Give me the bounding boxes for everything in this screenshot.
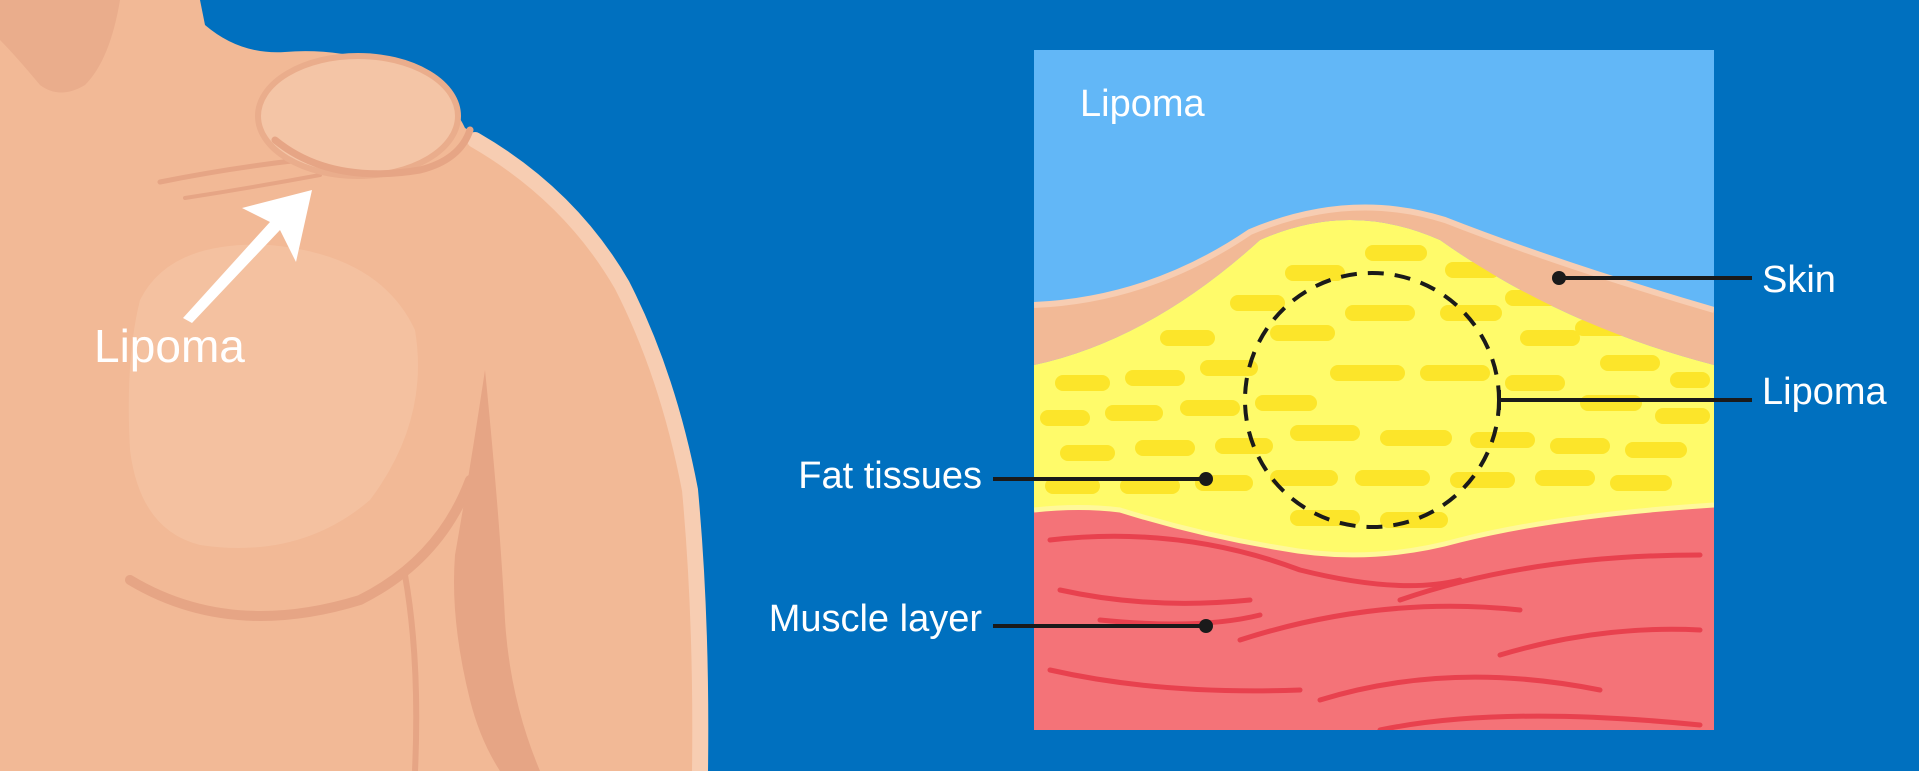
muscle-layer-label: Muscle layer [769,598,983,640]
pectoral [128,244,418,548]
pectoral-shadow [125,475,475,621]
skin-dot [1552,271,1566,285]
arm-line [402,574,420,771]
panel-title: Lipoma [1080,83,1205,125]
body-lipoma-label: Lipoma [94,320,245,372]
fat-muscle-boundary [1034,502,1714,558]
muscle-dot [1199,619,1213,633]
skin-label: Skin [1762,259,1836,301]
armpit-crease [454,370,540,771]
arrow-icon [183,190,312,323]
lipoma-label: Lipoma [1762,371,1887,413]
lipoma-bump-shadow [271,126,474,178]
muscle-fibers [1047,533,1703,730]
torso-illustration [0,0,709,771]
fat-cells [1040,245,1710,528]
skin-surface [1034,204,1714,313]
fat-dot [1199,472,1213,486]
neck-shadow [0,0,120,93]
skin-layer [1034,207,1714,365]
collarbone-line-2 [183,173,322,200]
collarbone-line [157,157,303,185]
fat-tissues-label: Fat tissues [798,455,982,497]
leader-lines [993,271,1752,633]
lipoma-bump [255,53,461,179]
shoulder-rim [467,132,709,771]
cross-section-panel [1034,50,1714,730]
